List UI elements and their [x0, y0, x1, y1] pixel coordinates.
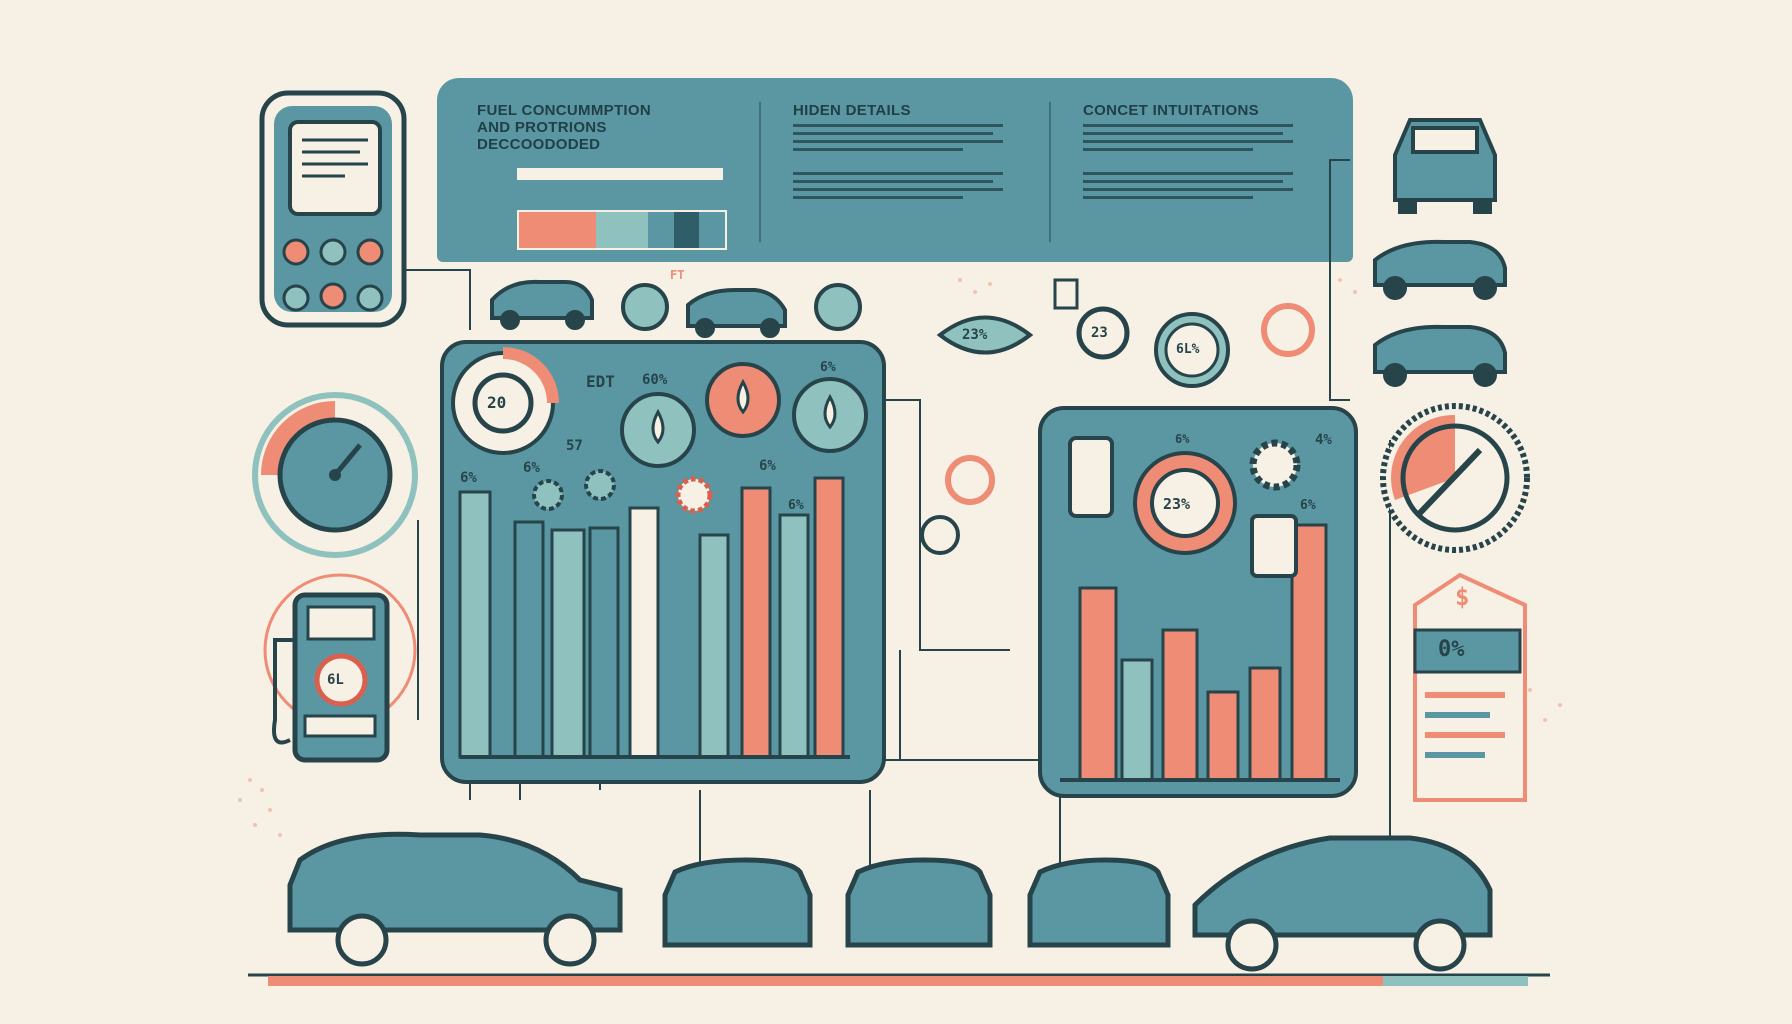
text-line	[1083, 132, 1283, 135]
pump-value: 6L	[327, 672, 344, 688]
text-line	[793, 132, 993, 135]
main-title-line-1: FUEL CONCUMMPTION	[477, 102, 651, 119]
price-tag	[1413, 572, 1527, 802]
top-circle-value: 23	[1091, 325, 1108, 341]
chart1-label-f: 6%	[759, 458, 776, 474]
text-line	[793, 140, 1003, 143]
chart1-label-h: 6%	[820, 360, 836, 375]
remote-device	[259, 90, 407, 328]
text-line	[1083, 196, 1253, 199]
chart1-label-c: 57	[566, 438, 583, 454]
chart2-label-b: 6%	[1175, 432, 1190, 446]
text-line	[1083, 180, 1283, 183]
chart1-label-g: 6%	[788, 498, 804, 513]
gauge-left-value: 20	[487, 393, 507, 412]
chart1-label-b: 60%	[642, 372, 668, 388]
small-cars	[490, 279, 862, 338]
price-symbol: $	[1455, 583, 1470, 611]
header-bar	[517, 168, 723, 180]
text-line	[1083, 148, 1253, 151]
header-col-title: FUEL CONCUMMPTION AND PROTRIONS DECCOODO…	[477, 102, 727, 250]
text-line	[1083, 172, 1293, 175]
top-drop-value: 23%	[962, 327, 988, 343]
speedometer-right	[1380, 403, 1530, 553]
chart2-gauge-value: 23%	[1163, 495, 1191, 513]
chart1-label-e: 6%	[523, 460, 540, 476]
chart-panel-2	[1038, 406, 1358, 798]
speedometer-left	[252, 392, 418, 558]
text-line	[1083, 124, 1293, 127]
header-segment-bar	[517, 210, 727, 250]
ground-strip-coral	[268, 976, 1383, 986]
fuel-pump	[263, 573, 417, 763]
text-line	[793, 124, 1003, 127]
text-line	[793, 180, 993, 183]
header-banner: FUEL CONCUMMPTION AND PROTRIONS DECCOODO…	[437, 78, 1353, 262]
chart2-label-c: 6%	[1300, 498, 1316, 513]
chart-panel-1	[440, 340, 886, 784]
text-line	[1083, 188, 1293, 191]
price-value: 0%	[1438, 637, 1465, 662]
text-line	[1083, 140, 1293, 143]
right-cars	[1373, 118, 1507, 387]
top-dial-value: 6L%	[1176, 342, 1200, 357]
small-label: FT	[670, 268, 685, 282]
chart1-label-d: 6%	[460, 470, 477, 486]
concept-title: CONCET INTUITATIONS	[1083, 102, 1259, 119]
hidden-details-title: HIDEN DETAILS	[793, 102, 911, 119]
text-line	[793, 148, 963, 151]
header-col-concept: CONCET INTUITATIONS	[1049, 102, 1301, 242]
ground-strip-teal	[1383, 976, 1528, 986]
text-line	[793, 188, 1003, 191]
text-line	[793, 196, 963, 199]
bottom-cars	[287, 831, 1493, 972]
main-title-line-3: DECCOODODED	[477, 136, 601, 153]
header-col-hidden-details: HIDEN DETAILS	[759, 102, 1003, 242]
top-widgets	[920, 278, 1315, 555]
main-title-line-2: AND PROTRIONS	[477, 119, 607, 136]
text-line	[793, 172, 1003, 175]
chart2-label-a: 4%	[1315, 432, 1332, 448]
chart1-label-a: EDT	[586, 372, 615, 391]
